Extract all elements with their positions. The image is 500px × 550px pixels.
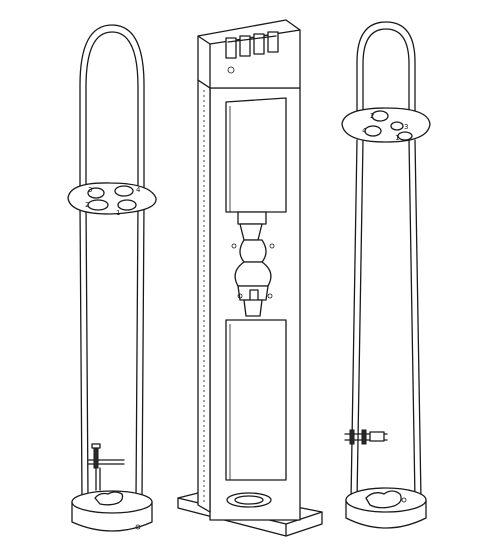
right-plate-label-2: 2: [370, 112, 374, 120]
stand-lower-grip: [237, 285, 273, 317]
left-plate-hole-3: [87, 187, 105, 199]
left-rack-rod: [79, 204, 83, 499]
right-rack: 2 3 4 1: [341, 21, 431, 529]
left-plate-label-2: 2: [85, 201, 89, 209]
stand-specimen: [234, 261, 272, 287]
left-plate-hole-2: [87, 199, 109, 211]
left-plate-label-4: 4: [136, 186, 141, 194]
left-rack-clamp: [87, 443, 125, 491]
left-plate-label-3: 3: [88, 186, 92, 194]
right-plate-hole-1: [397, 131, 413, 141]
right-rack-clamp: [344, 429, 388, 445]
right-plate-label-1: 1: [395, 134, 399, 142]
stand-upper-window: [225, 97, 287, 213]
right-rack-handle: [356, 21, 416, 123]
left-rack-base: [71, 490, 153, 532]
stand-top-knobs: [225, 31, 279, 74]
left-rack-handle-inner: [85, 31, 139, 196]
stand-upper-grip: [231, 211, 275, 263]
right-plate-hole-2: [371, 110, 389, 122]
right-rack-plate: 2 3 4 1: [341, 107, 431, 143]
right-plate-label-4: 4: [362, 127, 367, 135]
left-plate-label-1: 1: [116, 209, 120, 217]
right-plate-hole-3: [390, 121, 404, 131]
right-rack-handle-inner: [362, 28, 410, 123]
testing-stand: [177, 19, 323, 537]
stand-base-ring: [226, 492, 272, 508]
right-rack-base: [345, 487, 427, 529]
left-plate-hole-1: [117, 199, 137, 211]
right-rack-rod: [350, 139, 358, 501]
right-plate-hole-4: [364, 125, 382, 137]
stand-lower-window: [225, 319, 287, 481]
right-plate-label-3: 3: [404, 123, 408, 131]
left-plate-hole-4: [114, 185, 134, 197]
left-rack-plate: 3 2 4 1: [67, 182, 157, 217]
left-rack-handle: [79, 24, 145, 196]
left-rack: 3 2 4 1: [67, 24, 157, 532]
